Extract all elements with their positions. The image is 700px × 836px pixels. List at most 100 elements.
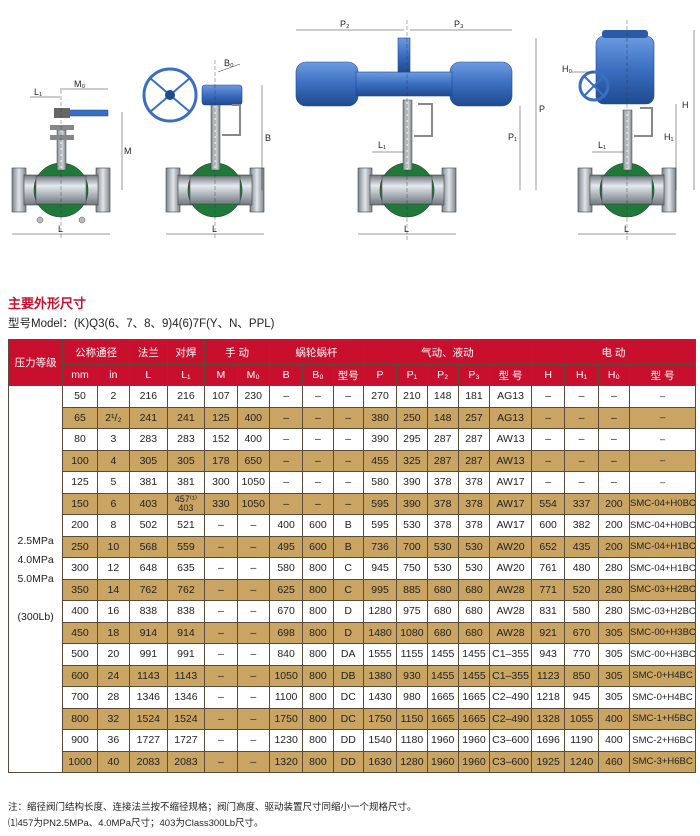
dim-label: H₀ [562, 64, 572, 74]
table-cell: D [332, 600, 364, 623]
table-cell: DC [332, 686, 364, 709]
table-cell: – [564, 385, 599, 408]
table-cell: 1750 [362, 707, 398, 730]
table-cell: 580 [564, 600, 599, 623]
table-cell: – [204, 729, 238, 752]
header-sub: H₁ [564, 364, 599, 386]
table-cell: 521 [166, 514, 206, 537]
table-cell: – [236, 686, 270, 709]
table-cell: – [332, 449, 364, 472]
table-cell: 700 [62, 686, 98, 709]
table-cell: 800 [302, 621, 334, 644]
table-cell: 400 [236, 406, 270, 429]
table-cell: 287 [426, 428, 459, 451]
table-cell: 337 [564, 492, 599, 515]
table-cell: 305 [597, 664, 631, 687]
table-cell: – [629, 406, 696, 429]
table-cell: 1960 [457, 729, 491, 752]
header-sub: P₂ [426, 364, 459, 386]
electric-valve-drawing: H₀ H H₁ L₁ L [562, 20, 695, 240]
table-cell: 400 [62, 600, 98, 623]
table-cell: 648 [129, 557, 168, 580]
table-cell: 1665 [426, 707, 459, 730]
table-cell: AG13 [489, 385, 532, 408]
table-cell: 1218 [530, 686, 566, 709]
table-cell: 995 [362, 578, 398, 601]
table-cell: 280 [597, 600, 631, 623]
table-cell: AW20 [489, 535, 532, 558]
table-cell: 1180 [396, 729, 428, 752]
table-cell: – [629, 471, 696, 494]
table-cell: – [268, 471, 304, 494]
table-cell: 1123 [530, 664, 566, 687]
dim-label: L₁ [378, 140, 386, 150]
table-cell: 1727 [166, 729, 206, 752]
table-cell: 350 [62, 578, 98, 601]
table-cell: 230 [236, 385, 270, 408]
table-cell: 1524 [166, 707, 206, 730]
table-cell: 287 [457, 428, 491, 451]
table-cell: 300 [204, 471, 238, 494]
table-cell: 900 [62, 729, 98, 752]
table-cell: 625 [268, 578, 304, 601]
table-cell: 305 [597, 643, 631, 666]
table-cell: 600 [62, 664, 98, 687]
table-cell: – [530, 471, 566, 494]
table-cell: 1328 [530, 707, 566, 730]
table-cell: 1665 [457, 707, 491, 730]
dim-label: L [212, 224, 217, 234]
table-cell: – [629, 449, 696, 472]
table-cell: 200 [597, 492, 631, 515]
table-cell: 840 [268, 643, 304, 666]
table-cell: 762 [166, 578, 206, 601]
header-sub: L [129, 364, 168, 386]
header-sub: M₀ [236, 364, 270, 386]
table-cell: 650 [236, 449, 270, 472]
table-cell: 885 [396, 578, 428, 601]
table-cell: 761 [530, 557, 566, 580]
table-cell: 381 [166, 471, 206, 494]
table-cell: – [530, 449, 566, 472]
dim-label: L [58, 224, 63, 234]
table-cell: 1000 [62, 750, 98, 773]
table-cell: 1240 [564, 750, 599, 773]
table-cell: 257 [457, 406, 491, 429]
table-cell: 65 [62, 406, 98, 429]
worm-gear-valve-drawing: B₀ B L [142, 58, 271, 240]
table-cell: 178 [204, 449, 238, 472]
table-cell: – [204, 557, 238, 580]
table-cell: 1050 [236, 471, 270, 494]
table-cell: SMC-3+H6BC [629, 750, 696, 773]
table-cell: 1190 [564, 729, 599, 752]
table-cell: 2083 [166, 750, 206, 773]
table-cell: 381 [129, 471, 168, 494]
table-cell: 400 [597, 707, 631, 730]
header-sub: 型 号 [629, 364, 696, 386]
section-title: 主要外形尺寸 [8, 296, 87, 311]
table-cell: 921 [530, 621, 566, 644]
table-cell: 4 [96, 449, 131, 472]
table-cell: SMC-04+H1BC [629, 557, 696, 580]
table-cell: 100 [62, 449, 98, 472]
table-cell: 1925 [530, 750, 566, 773]
table-cell: 8 [96, 514, 131, 537]
table-cell: 3 [96, 428, 131, 451]
table-cell: 771 [530, 578, 566, 601]
table-cell: C2–490 [489, 686, 532, 709]
table-cell: 680 [457, 578, 491, 601]
table-cell: 390 [362, 428, 398, 451]
table-cell: B [332, 514, 364, 537]
table-cell: 250 [62, 535, 98, 558]
table-cell: 1750 [268, 707, 304, 730]
table-cell: – [629, 385, 696, 408]
dim-label: L [624, 224, 629, 234]
table-cell: 460 [597, 750, 631, 773]
table-cell: 914 [166, 621, 206, 644]
